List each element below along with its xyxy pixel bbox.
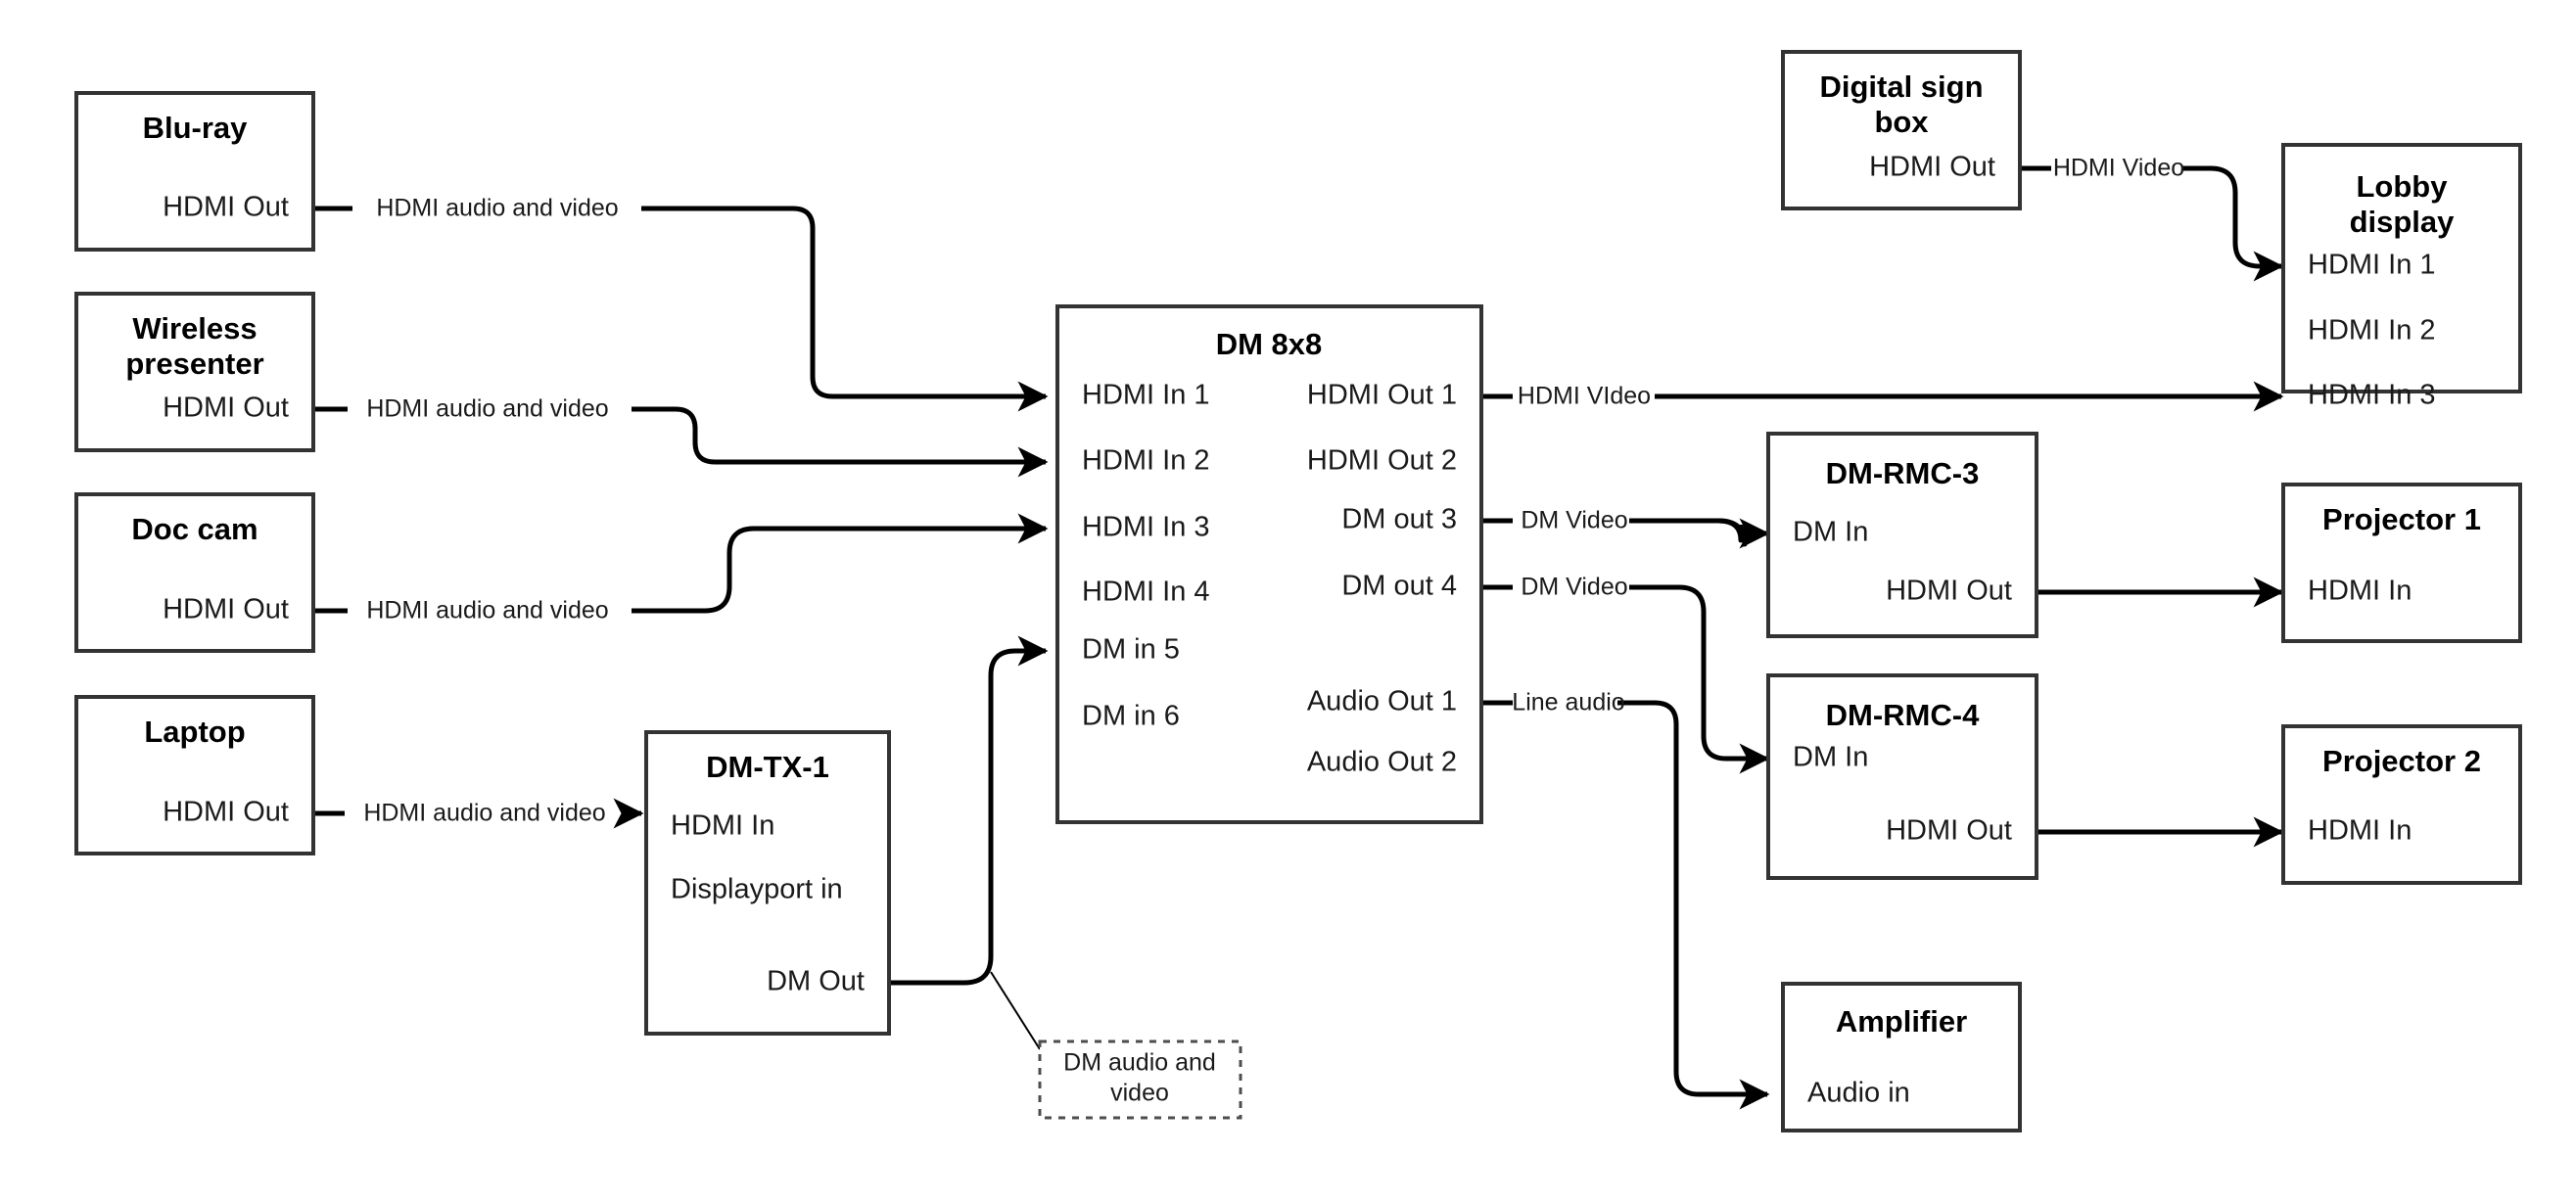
callout-line1: DM audio and <box>1063 1049 1216 1077</box>
port-hdmi-out-2: HDMI Out 2 <box>1307 445 1457 477</box>
port-audio-in: Audio in <box>1807 1078 1910 1109</box>
node-title: Laptop <box>144 715 245 749</box>
node-title: DM-RMC-3 <box>1826 456 1980 490</box>
connection-label: Line audio <box>1512 689 1624 716</box>
node-title-line1: Lobby <box>2357 169 2449 204</box>
node-projector-1[interactable]: Projector 1 HDMI In <box>2281 483 2522 643</box>
node-wireless-presenter[interactable]: Wireless presenter HDMI Out <box>74 292 315 452</box>
node-title-line1: Digital sign <box>1819 69 1983 104</box>
node-title: Projector 1 <box>2322 502 2481 536</box>
port-hdmi-in-2: HDMI In 2 <box>2308 315 2436 346</box>
connection-sign-to-lobby: HDMI Video <box>2020 152 2281 266</box>
port-hdmi-in: HDMI In <box>2308 815 2412 847</box>
port-hdmi-out: HDMI Out <box>163 594 289 625</box>
port-hdmi-out: HDMI Out <box>163 192 289 223</box>
connection-audio1-to-amp: Line audio <box>1481 686 1767 1094</box>
connection-label: HDMI Video <box>2053 155 2184 182</box>
port-hdmi-in-2: HDMI In 2 <box>1082 445 1210 477</box>
node-dm-rmc-4[interactable]: DM-RMC-4 DM In HDMI Out <box>1766 673 2038 880</box>
connection-label: DM Video <box>1521 507 1627 534</box>
port-hdmi-in-1: HDMI In 1 <box>2308 250 2436 281</box>
port-dm-in: DM In <box>1793 742 1868 773</box>
port-hdmi-out: HDMI Out <box>163 393 289 424</box>
connection-dm-out4-to-rmc4: DM Video <box>1481 571 1767 759</box>
node-title-line2: display <box>2350 205 2456 239</box>
callout-leader-line <box>990 971 1041 1050</box>
node-laptop[interactable]: Laptop HDMI Out <box>74 695 315 855</box>
node-digital-sign-box[interactable]: Digital sign box HDMI Out <box>1781 50 2022 210</box>
port-dm-out-4: DM out 4 <box>1341 571 1457 602</box>
node-projector-2[interactable]: Projector 2 HDMI In <box>2281 724 2522 885</box>
connection-label: HDMI audio and video <box>366 395 608 423</box>
node-doc-cam[interactable]: Doc cam HDMI Out <box>74 492 315 653</box>
node-lobby-display[interactable]: Lobby display HDMI In 1 HDMI In 2 HDMI I… <box>2281 143 2522 411</box>
node-dm-tx-1[interactable]: DM-TX-1 HDMI In Displayport in DM Out <box>644 730 891 1036</box>
node-bluray[interactable]: Blu-ray HDMI Out <box>74 91 315 252</box>
port-hdmi-out: HDMI Out <box>1886 576 2012 607</box>
port-hdmi-out: HDMI Out <box>1886 815 2012 847</box>
node-title-line2: box <box>1874 105 1929 139</box>
connection-label: HDMI VIdeo <box>1518 383 1651 410</box>
node-title: Amplifier <box>1836 1004 1967 1039</box>
port-dm-in-6: DM in 6 <box>1082 701 1180 732</box>
port-hdmi-in: HDMI In <box>671 810 774 842</box>
node-title: Blu-ray <box>143 111 249 145</box>
port-hdmi-out-1: HDMI Out 1 <box>1307 380 1457 411</box>
node-title: DM-TX-1 <box>706 750 829 784</box>
port-dm-out-3: DM out 3 <box>1341 504 1457 535</box>
connection-label: HDMI audio and video <box>376 195 618 222</box>
node-title: Doc cam <box>131 512 258 546</box>
port-hdmi-in-4: HDMI In 4 <box>1082 577 1210 608</box>
callout-dm-audio-and-video: DM audio and video <box>1038 1039 1242 1120</box>
node-dm-rmc-3[interactable]: DM-RMC-3 DM In HDMI Out <box>1766 432 2038 638</box>
node-dm-8x8[interactable]: DM 8x8 HDMI In 1 HDMI In 2 HDMI In 3 HDM… <box>1055 304 1483 824</box>
node-title: DM 8x8 <box>1216 327 1323 361</box>
connection-label: DM Video <box>1521 574 1627 601</box>
port-hdmi-in-3: HDMI In 3 <box>2308 380 2436 411</box>
node-title: DM-RMC-4 <box>1826 698 1980 732</box>
node-title-line2: presenter <box>125 346 263 381</box>
port-audio-out-2: Audio Out 2 <box>1307 747 1457 778</box>
port-hdmi-in: HDMI In <box>2308 576 2412 607</box>
port-dm-in-5: DM in 5 <box>1082 634 1180 666</box>
connection-dm-out3-to-rmc3: DM Video <box>1481 504 1770 549</box>
connection-doccam-to-dm: HDMI audio and video <box>313 529 1046 627</box>
port-dm-in: DM In <box>1793 517 1868 548</box>
port-dm-out: DM Out <box>767 966 865 997</box>
connection-tx-to-dm <box>889 635 1049 986</box>
port-audio-out-1: Audio Out 1 <box>1307 686 1457 717</box>
port-displayport-in: Displayport in <box>671 874 843 905</box>
connection-label: HDMI audio and video <box>366 597 608 624</box>
node-title-line1: Wireless <box>132 311 257 346</box>
connection-label: HDMI audio and video <box>363 800 605 827</box>
callout-line2: video <box>1110 1080 1169 1107</box>
connection-laptop-to-tx: HDMI audio and video <box>313 797 641 830</box>
node-title: Projector 2 <box>2322 744 2481 778</box>
connection-bluray-to-dm: HDMI audio and video <box>313 192 1046 396</box>
port-hdmi-in-3: HDMI In 3 <box>1082 512 1210 543</box>
port-hdmi-in-1: HDMI In 1 <box>1082 380 1210 411</box>
connection-wireless-to-dm: HDMI audio and video <box>313 393 1046 462</box>
port-hdmi-out: HDMI Out <box>163 797 289 828</box>
connection-dm-out1-to-lobby: HDMI VIdeo <box>1481 380 2281 413</box>
node-amplifier[interactable]: Amplifier Audio in <box>1781 982 2022 1132</box>
port-hdmi-out: HDMI Out <box>1869 152 1995 183</box>
